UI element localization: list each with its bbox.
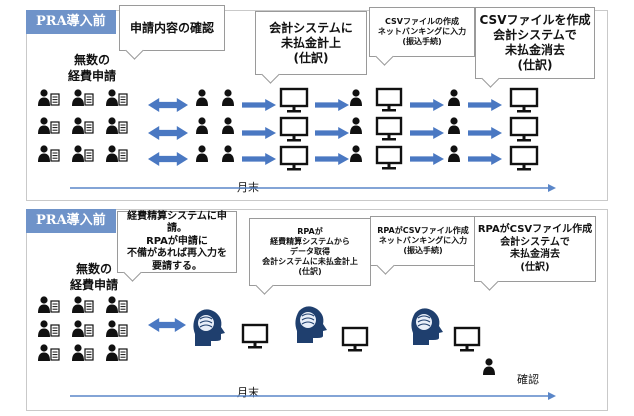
brain-head-icon bbox=[193, 309, 225, 346]
after-callout-apply: 経費精算システムに申請。 RPAが申請に 不備があれば再入力を 要請する。 bbox=[117, 211, 237, 282]
person-with-document-icon bbox=[38, 145, 60, 162]
right-arrow-icon bbox=[242, 99, 276, 111]
person-with-document-icon bbox=[106, 117, 128, 134]
person-icon bbox=[196, 117, 208, 134]
person-with-document-icon bbox=[106, 320, 128, 337]
right-arrow-icon bbox=[315, 127, 349, 139]
right-arrow-icon bbox=[468, 127, 502, 139]
after-many-requests: 無数の 経費申請 bbox=[69, 262, 118, 292]
double-arrow-icon bbox=[148, 152, 188, 166]
monitor-icon bbox=[509, 87, 539, 113]
person-icon bbox=[350, 145, 362, 162]
right-arrow-icon bbox=[410, 99, 444, 111]
monitor-icon bbox=[375, 145, 403, 170]
person-icon bbox=[448, 89, 460, 106]
before-callout-clear: CSVファイルを作成 会計システムで 未払金消去 (仕訳) bbox=[475, 7, 595, 88]
brain-head-icon bbox=[411, 308, 443, 345]
right-arrow-icon bbox=[242, 127, 276, 139]
monitor-icon bbox=[279, 116, 309, 142]
right-arrow-icon bbox=[410, 153, 444, 165]
person-icon bbox=[222, 117, 234, 134]
right-arrow-icon bbox=[410, 127, 444, 139]
timeline-arrow bbox=[70, 184, 556, 192]
person-with-document-icon bbox=[38, 117, 60, 134]
monitor-icon bbox=[375, 87, 403, 112]
timeline-arrow bbox=[70, 392, 556, 400]
after-tag: PRA導入前 bbox=[26, 209, 116, 233]
person-with-document-icon bbox=[72, 145, 94, 162]
before-callout-review: 申請内容の確認 bbox=[119, 5, 225, 60]
right-arrow-icon bbox=[315, 99, 349, 111]
person-icon bbox=[483, 358, 495, 375]
person-icon bbox=[222, 89, 234, 106]
before-many-requests: 無数の 経費申請 bbox=[67, 53, 116, 83]
double-arrow-icon bbox=[148, 126, 188, 140]
person-with-document-icon bbox=[38, 296, 60, 313]
after-confirm-label: 確認 bbox=[517, 373, 539, 386]
person-icon bbox=[350, 89, 362, 106]
right-arrow-icon bbox=[242, 153, 276, 165]
brain-head-icon bbox=[295, 306, 327, 343]
monitor-icon bbox=[453, 326, 481, 352]
person-with-document-icon bbox=[106, 145, 128, 162]
monitor-icon bbox=[241, 323, 269, 349]
double-arrow-icon bbox=[148, 318, 186, 332]
before-tag: PRA導入前 bbox=[26, 10, 116, 34]
person-with-document-icon bbox=[72, 344, 94, 361]
right-arrow-icon bbox=[315, 153, 349, 165]
double-arrow-icon bbox=[148, 98, 188, 112]
monitor-icon bbox=[341, 326, 369, 352]
person-icon bbox=[196, 89, 208, 106]
monitor-icon bbox=[279, 87, 309, 113]
monitor-icon bbox=[375, 116, 403, 141]
person-icon bbox=[448, 117, 460, 134]
person-with-document-icon bbox=[72, 296, 94, 313]
person-with-document-icon bbox=[72, 320, 94, 337]
monitor-icon bbox=[509, 145, 539, 171]
person-with-document-icon bbox=[106, 344, 128, 361]
before-callout-csv-bank: CSVファイルの作成 ネットバンキングに入力 (振込手続) bbox=[369, 7, 475, 66]
before-callout-accrual: 会計システムに 未払金計上 (仕訳) bbox=[255, 11, 367, 84]
right-arrow-icon bbox=[468, 153, 502, 165]
after-callout-clear: RPAがCSVファイル作成 会計システムで 未払金消去 (仕訳) bbox=[474, 216, 596, 291]
person-icon bbox=[196, 145, 208, 162]
monitor-icon bbox=[279, 145, 309, 171]
person-icon bbox=[222, 145, 234, 162]
person-icon bbox=[350, 117, 362, 134]
person-with-document-icon bbox=[38, 344, 60, 361]
after-callout-fetch: RPAが 経費精算システムから データ取得 会計システムに未払金計上 (仕訳) bbox=[249, 218, 371, 295]
person-with-document-icon bbox=[38, 89, 60, 106]
after-callout-csv-bank: RPAがCSVファイル作成 ネットバンキングに入力 (振込手続) bbox=[370, 216, 476, 275]
person-with-document-icon bbox=[72, 89, 94, 106]
person-icon bbox=[448, 145, 460, 162]
person-with-document-icon bbox=[38, 320, 60, 337]
monitor-icon bbox=[509, 116, 539, 142]
person-with-document-icon bbox=[72, 117, 94, 134]
right-arrow-icon bbox=[468, 99, 502, 111]
person-with-document-icon bbox=[106, 296, 128, 313]
person-with-document-icon bbox=[106, 89, 128, 106]
